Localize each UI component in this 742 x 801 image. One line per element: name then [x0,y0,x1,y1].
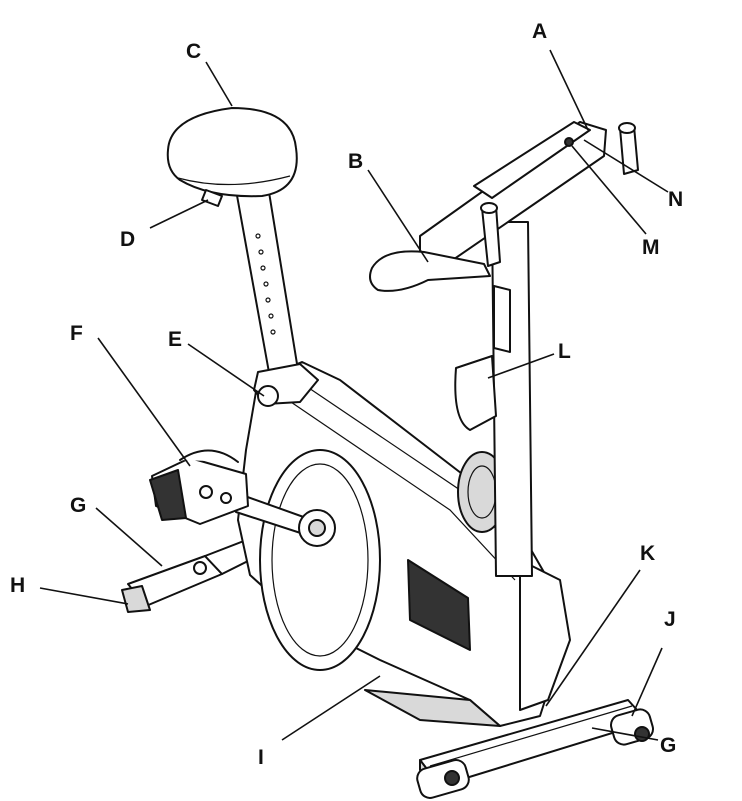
label-b: B [348,150,363,173]
main-frame [237,361,571,727]
label-d: D [120,228,135,251]
label-f: F [70,322,83,345]
label-k: K [640,542,655,565]
console-assembly [369,121,639,577]
label-c: C [186,40,201,63]
front-stabilizer [416,699,654,799]
label-h: H [10,574,25,597]
label-l: L [558,340,571,363]
label-g-front: G [660,734,676,757]
label-e: E [168,328,182,351]
label-n: N [668,188,683,211]
label-a: A [532,20,547,43]
label-i: I [258,746,264,769]
callout-labels: A B C D E F G H I J K L M N G [10,20,683,769]
label-m: M [642,236,660,259]
seat-post-holes [255,233,276,335]
pedal-crank [149,449,336,547]
seat-assembly [166,107,319,407]
label-g-rear: G [70,494,86,517]
callout-lines [39,49,669,741]
label-j: J [664,608,676,631]
